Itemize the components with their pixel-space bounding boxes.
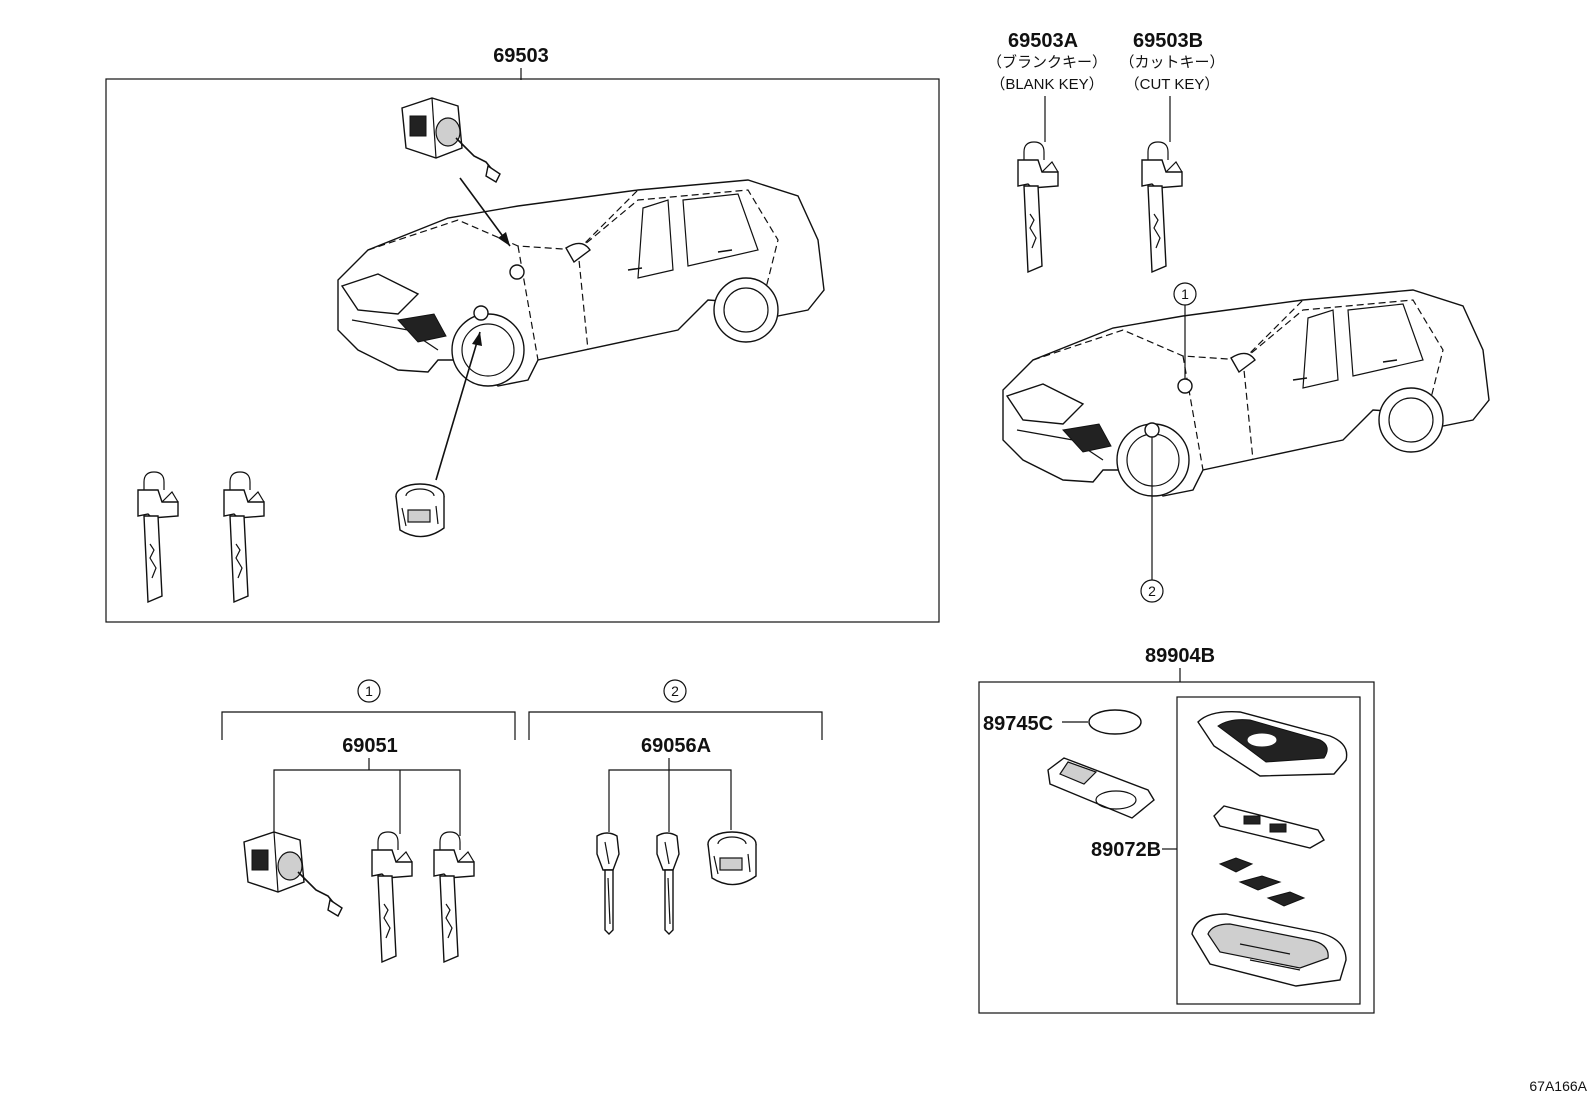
lock-position-marker xyxy=(1144,422,1160,438)
key-icon xyxy=(1141,141,1183,273)
lock-position-marker xyxy=(1177,378,1193,394)
circle-number-1: 1 xyxy=(1181,286,1189,302)
cut-key-en-label: （CUT KEY） xyxy=(1125,76,1220,93)
battery-icon xyxy=(1088,709,1142,735)
arrow-head xyxy=(472,332,482,346)
assembly-frame xyxy=(105,78,940,623)
key-icon xyxy=(223,471,265,603)
circle-marker-2 xyxy=(1140,579,1164,603)
blank-key-en-label: （BLANK KEY） xyxy=(990,76,1103,93)
part-number-89072b: 89072B xyxy=(1091,839,1161,861)
part-number-89745c: 89745C xyxy=(983,713,1053,735)
circle-number-2: 2 xyxy=(671,683,679,699)
car-icon xyxy=(1002,289,1490,497)
car-icon xyxy=(337,179,825,387)
part-number-69503a: 69503A xyxy=(1008,30,1078,52)
key-icon xyxy=(656,832,680,935)
key-icon xyxy=(1017,141,1059,273)
key-fob-icon xyxy=(1197,711,1348,777)
cut-key-jp-label: （カットキー） xyxy=(1119,54,1224,71)
group-bracket xyxy=(528,711,823,740)
part-number-69056a: 69056A xyxy=(641,735,711,757)
key-fob-icon xyxy=(1191,913,1347,987)
part-number-69503b: 69503B xyxy=(1133,30,1203,52)
door-lock-icon xyxy=(243,831,343,917)
key-icon xyxy=(137,471,179,603)
arrow-line xyxy=(435,331,481,481)
circle-marker-1 xyxy=(357,679,381,703)
group-bracket xyxy=(221,711,516,740)
lock-cylinder-icon xyxy=(395,483,445,538)
set-bracket xyxy=(273,758,461,836)
part-number-69503: 69503 xyxy=(493,45,549,67)
diagram-code: 67A166A xyxy=(1529,1078,1587,1094)
key-icon xyxy=(596,832,620,935)
blank-key-jp-label: （ブランクキー） xyxy=(987,53,1107,71)
lock-position-marker xyxy=(473,305,489,321)
circle-marker-2 xyxy=(663,679,687,703)
key-fob-icon xyxy=(1213,805,1325,849)
case-frame xyxy=(1176,696,1361,1005)
key-fob-icon xyxy=(1218,857,1306,907)
set-bracket xyxy=(608,758,732,832)
door-lock-icon xyxy=(401,97,501,183)
arrow-line xyxy=(459,177,511,247)
transmitter-frame xyxy=(978,681,1375,1014)
lock-position-marker xyxy=(509,264,525,280)
part-number-89904b: 89904B xyxy=(1145,645,1215,667)
part-number-69051: 69051 xyxy=(342,735,398,757)
lock-cylinder-icon xyxy=(707,831,757,886)
circle-number-2: 2 xyxy=(1148,583,1156,599)
circle-number-1: 1 xyxy=(365,683,373,699)
key-icon xyxy=(371,831,413,963)
key-fob-icon xyxy=(1047,757,1155,819)
key-icon xyxy=(433,831,475,963)
arrow-head xyxy=(498,232,510,246)
